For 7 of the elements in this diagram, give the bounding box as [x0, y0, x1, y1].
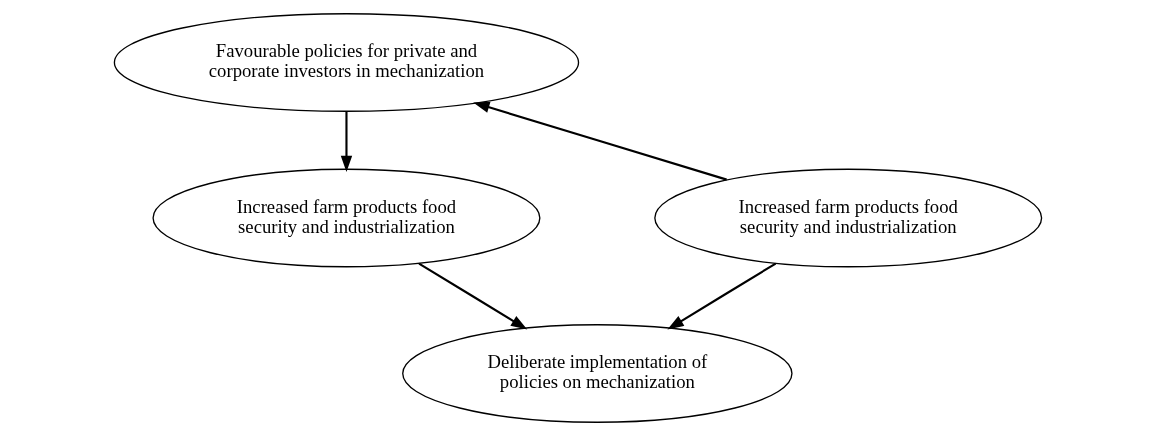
node-ellipse: Increased farm products food security and industrialization: [151, 168, 540, 268]
node-ellipse: Increased farm products food security and industrialization: [653, 168, 1042, 268]
node-ellipse: Deliberate implementation of policies on mechanization: [401, 324, 793, 423]
arrow: [417, 262, 527, 330]
arrow: [340, 111, 352, 173]
arrow: [666, 262, 776, 330]
arrow: [472, 101, 727, 181]
